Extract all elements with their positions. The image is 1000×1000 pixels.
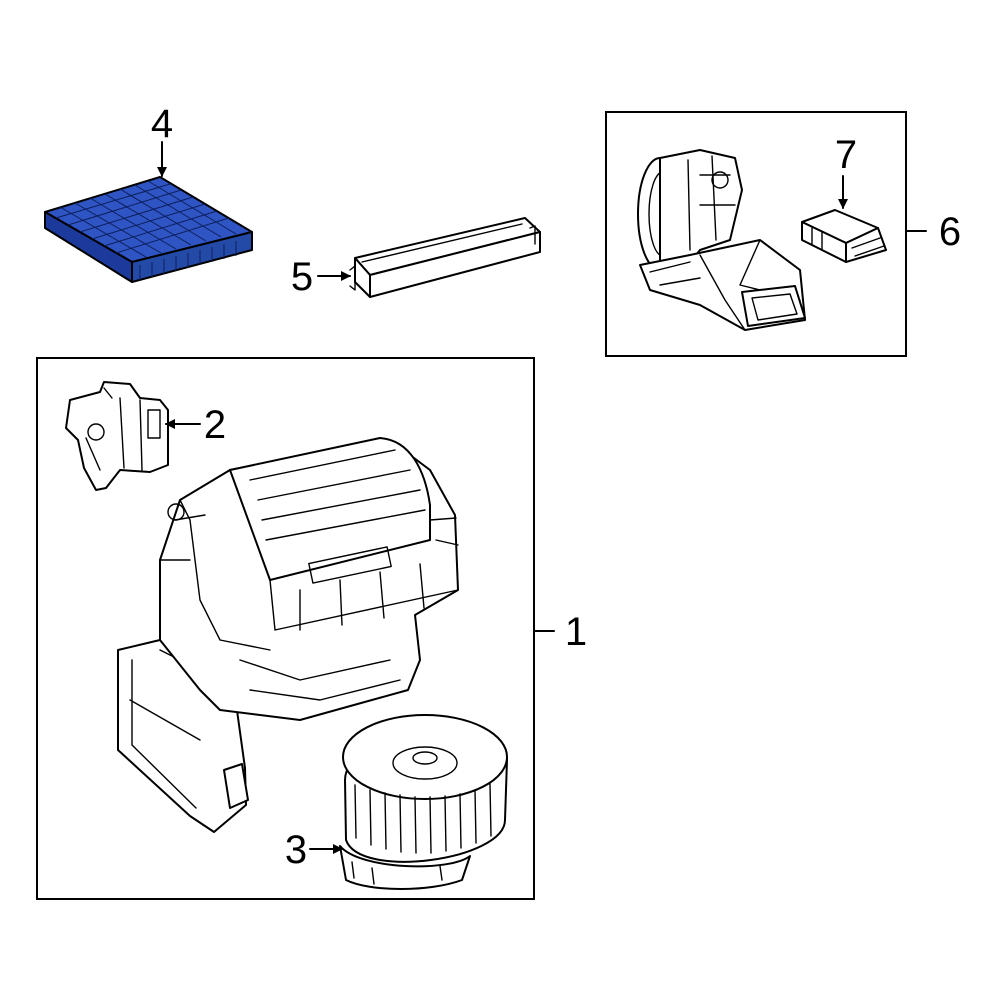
kit-box-part-6 <box>605 111 907 357</box>
mode-actuator-part-2[interactable] <box>65 381 169 491</box>
blower-motor-part-3[interactable] <box>339 714 508 890</box>
callout-3: 3 <box>285 828 307 872</box>
callout-5: 5 <box>291 255 313 299</box>
callout-7: 7 <box>835 133 857 177</box>
callout-1: 1 <box>565 610 587 654</box>
blower-case-assembly[interactable] <box>637 149 806 331</box>
cabin-air-filter-part-4[interactable] <box>44 176 253 283</box>
callout-2: 2 <box>204 403 226 447</box>
callout-6: 6 <box>939 210 961 254</box>
callout-4: 4 <box>151 102 173 146</box>
hvac-housing-assembly[interactable] <box>117 437 459 833</box>
actuator-part-7[interactable] <box>801 209 887 263</box>
filter-cover-part-5[interactable] <box>349 217 541 298</box>
hvac-unit-box-part-1 <box>36 357 535 900</box>
